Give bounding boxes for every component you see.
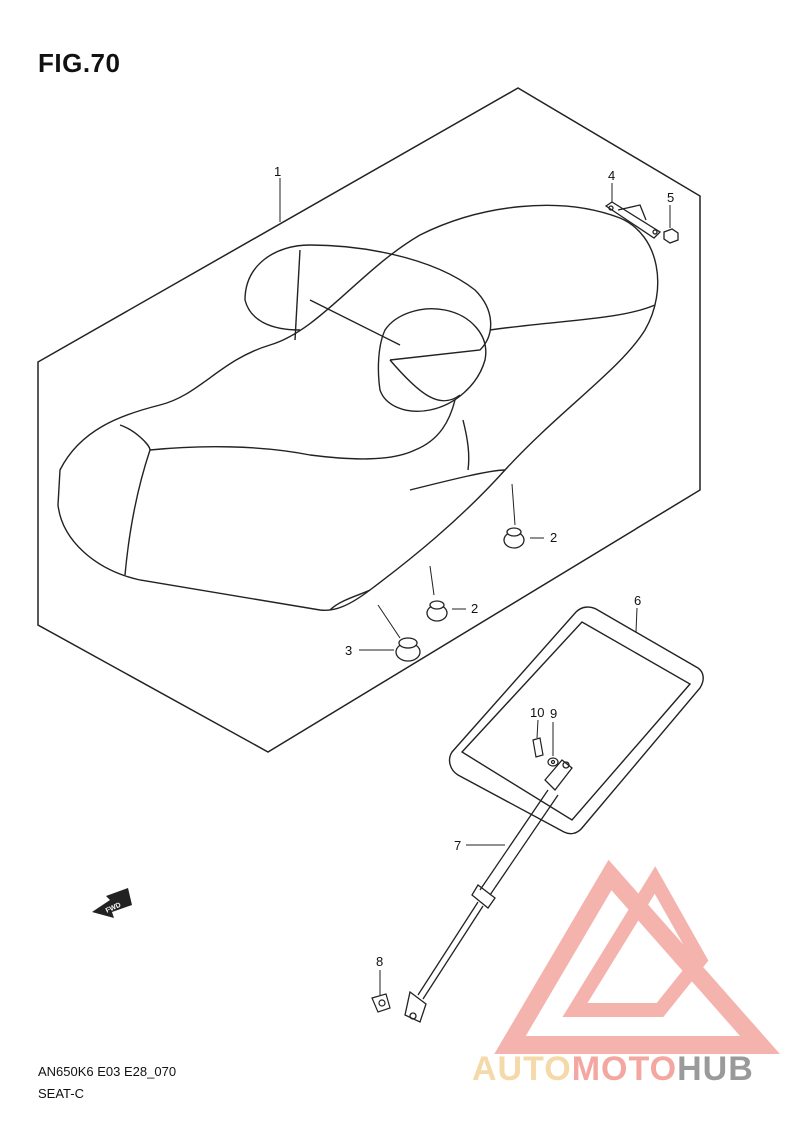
callout-3: 3 xyxy=(345,643,352,658)
callout-2b: 2 xyxy=(471,601,478,616)
callout-5: 5 xyxy=(667,190,674,205)
figure-title: FIG.70 xyxy=(38,48,121,78)
callout-10: 10 xyxy=(530,705,544,720)
gas-strut xyxy=(404,759,573,1023)
callout-7: 7 xyxy=(454,838,461,853)
assembly-frame xyxy=(37,87,701,753)
cushion-3 xyxy=(395,637,421,662)
fwd-arrow-icon: FWD xyxy=(92,888,132,918)
clip-10 xyxy=(532,737,544,758)
seat xyxy=(57,204,659,612)
watermark-brand: AUTOMOTOHUB xyxy=(472,1050,754,1089)
callout-9: 9 xyxy=(550,706,557,721)
diagram-name: SEAT-C xyxy=(38,1086,84,1101)
callout-6: 6 xyxy=(634,593,641,608)
brand-part-moto: MOTO xyxy=(571,1050,678,1088)
bolt-8 xyxy=(371,993,391,1013)
cushion-2a xyxy=(503,527,525,549)
leader-lines xyxy=(279,178,671,995)
callout-4: 4 xyxy=(608,168,615,183)
callout-2a: 2 xyxy=(550,530,557,545)
washer-9 xyxy=(547,757,559,767)
brand-part-hub: HUB xyxy=(677,1050,754,1088)
brand-part-auto: AUTO xyxy=(472,1050,572,1088)
diagram-code: AN650K6 E03 E28_070 xyxy=(38,1064,177,1079)
callout-1: 1 xyxy=(274,164,281,179)
cushion-2b xyxy=(426,600,448,622)
watermark-logo xyxy=(494,859,780,1054)
hinge-bracket xyxy=(604,201,662,239)
nut-5 xyxy=(663,228,679,244)
seat-frame xyxy=(448,606,704,835)
callout-8: 8 xyxy=(376,954,383,969)
